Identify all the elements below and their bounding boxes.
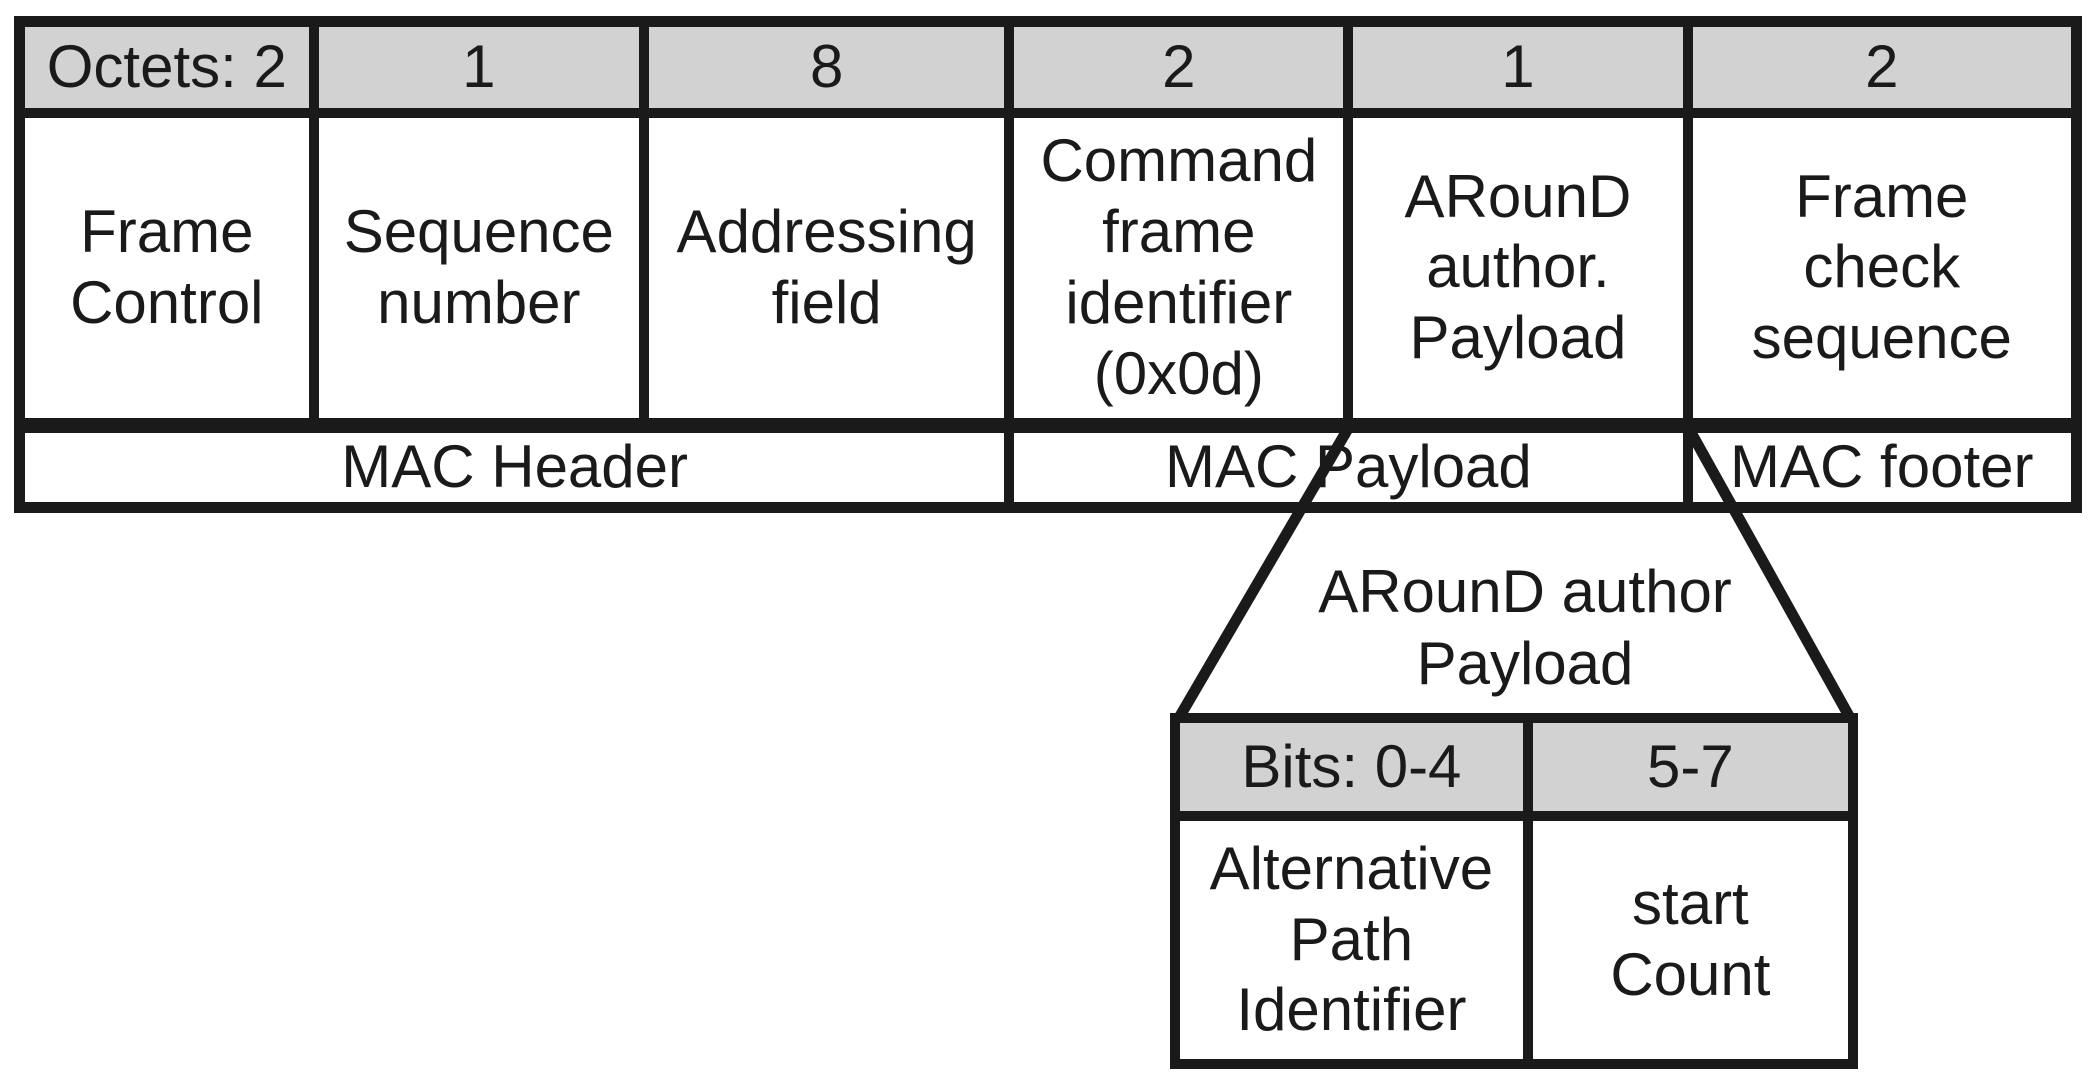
section-mac-header: MAC Header <box>25 427 1005 502</box>
octets-cell-frame-control: Octets: 2 <box>25 27 309 109</box>
field-command-frame-identifier: Command frame identifier (0x0d) <box>1014 118 1344 418</box>
field-addressing-field: Addressing field <box>649 118 1005 418</box>
octets-cell-frame-check-sequence: 2 <box>1692 27 2071 109</box>
octets-cell-addressing-field: 8 <box>649 27 1005 109</box>
octets-cell-command-frame-identifier: 2 <box>1014 27 1344 109</box>
octets-cell-sequence-number: 1 <box>318 27 640 109</box>
around-author-payload-bits-table: Bits: 0-4 5-7 Alternative Path Identifie… <box>1170 713 1858 1069</box>
field-frame-check-sequence: Frame check sequence <box>1692 118 2071 418</box>
bits-cell-5-7: 5-7 <box>1532 723 1848 811</box>
field-start-count: start Count <box>1532 821 1848 1059</box>
field-sequence-number: Sequence number <box>318 118 640 418</box>
section-mac-footer: MAC footer <box>1692 427 2071 502</box>
field-alternative-path-identifier: Alternative Path Identifier <box>1180 821 1523 1059</box>
mac-frame-table: Octets: 2 1 8 2 1 2 Frame Control Sequen… <box>14 16 2082 513</box>
subtable-title: ARounD author Payload <box>1318 558 1732 697</box>
bits-cell-0-4: Bits: 0-4 <box>1180 723 1523 811</box>
field-around-author-payload: ARounD author. Payload <box>1353 118 1683 418</box>
octets-cell-around-author-payload: 1 <box>1353 27 1683 109</box>
section-mac-payload: MAC Payload <box>1014 427 1683 502</box>
field-frame-control: Frame Control <box>25 118 309 418</box>
